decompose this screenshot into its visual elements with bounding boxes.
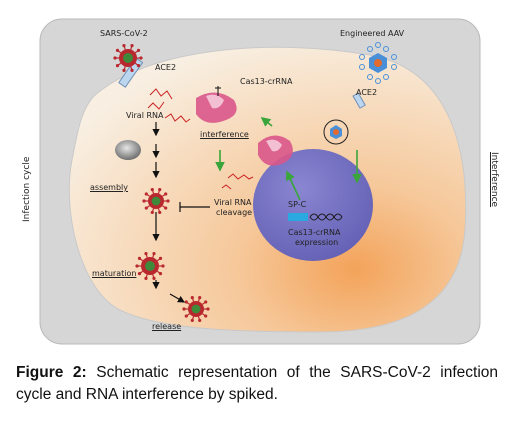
virus-spike-tip — [152, 252, 156, 256]
virus-core — [191, 304, 201, 314]
virus-spike-tip — [137, 272, 142, 276]
sars-cov2-virus-icon — [113, 44, 143, 72]
caption-label: Figure 2: — [16, 364, 87, 381]
virus-spike-tip — [164, 206, 168, 210]
virus-spike-tip — [136, 64, 141, 68]
virus-spike-tip — [144, 192, 148, 196]
virus-spike-tip — [152, 276, 156, 280]
virus-spike-tip — [130, 44, 134, 48]
virus-spike-tip — [206, 307, 210, 311]
label-viral-rna: Viral RNA — [126, 111, 164, 120]
virus-core — [151, 196, 161, 206]
virus-spike-tip — [135, 264, 139, 268]
label-infection-cycle: Infection cycle — [22, 156, 32, 222]
virus-spike-tip — [130, 68, 134, 72]
label-interference: interference — [200, 130, 249, 139]
virus-spike-tip — [158, 272, 163, 276]
cas13-gene-block — [288, 213, 308, 221]
virus-spike-tip — [158, 256, 163, 260]
label-ace2-left: ACE2 — [155, 63, 177, 72]
virus-assembly-icon — [142, 187, 170, 215]
virus-spike-tip — [137, 256, 142, 260]
virus-spike-tip — [190, 295, 194, 300]
diagram: SARS-CoV-2 ACE2 Engineered AAV ACE2 Vira… — [22, 18, 499, 345]
virus-spike-tip — [115, 64, 120, 68]
virus-spike-tip — [164, 192, 168, 196]
virus-spike-tip — [190, 318, 194, 323]
virus-spike-tip — [198, 318, 202, 323]
grey-organelle — [115, 140, 141, 160]
virus-spike-tip — [122, 68, 126, 72]
label-engineered-aav: Engineered AAV — [340, 29, 405, 38]
virus-maturation-icon — [135, 252, 165, 280]
label-maturation: maturation — [92, 269, 137, 278]
label-viral-rna-cleavage-1: Viral RNA — [214, 198, 252, 207]
virus-spike-tip — [150, 210, 154, 215]
virus-spike-tip — [204, 314, 208, 318]
label-ace2-right: ACE2 — [356, 88, 378, 97]
virus-spike-tip — [182, 307, 186, 311]
virus-core — [123, 53, 133, 63]
aav-endosome — [323, 119, 349, 145]
viral-rna-strands — [147, 88, 254, 190]
virus-spike-tip — [166, 199, 170, 203]
label-sp-c: SP-C — [288, 200, 307, 209]
virus-core — [145, 261, 155, 271]
caption-text: Schematic representation of the SARS-CoV… — [16, 364, 499, 403]
label-cas13-crrna: Cas13-crRNA — [240, 77, 293, 86]
label-viral-rna-cleavage-2: cleavage — [216, 208, 253, 217]
label-interference-side: Interference — [489, 152, 499, 208]
label-release: release — [152, 322, 182, 331]
virus-release-icon — [182, 295, 210, 323]
cas13-complex-icon-2 — [258, 135, 293, 166]
virus-spike-tip — [144, 206, 148, 210]
engineered-aav-icon — [359, 42, 397, 84]
virus-spike-tip — [139, 56, 143, 60]
virus-spike-tip — [136, 48, 141, 52]
virus-spike-tip — [115, 48, 120, 52]
ace2-receptor-left — [118, 57, 144, 88]
label-sars-cov2: SARS-CoV-2 — [100, 29, 148, 38]
virus-spike-tip — [144, 252, 148, 256]
label-assembly: assembly — [90, 183, 128, 192]
virus-spike-tip — [184, 300, 188, 304]
aav-capsid-in-cell-icon — [330, 125, 342, 139]
virus-spike-tip — [158, 187, 162, 192]
virus-spike-tip — [150, 187, 154, 192]
virus-spike-tip — [204, 300, 208, 304]
interference-arrows — [215, 117, 362, 201]
infection-cycle-arrows — [152, 122, 210, 303]
virus-spike-tip — [158, 210, 162, 215]
label-expression-2: expression — [295, 238, 339, 247]
virus-spike-tip — [142, 199, 146, 203]
virus-spike-tip — [184, 314, 188, 318]
label-expression-1: Cas13-crRNA — [288, 228, 341, 237]
virus-spike-tip — [144, 276, 148, 280]
virus-spike-tip — [122, 44, 126, 48]
dna-helix-icon — [309, 213, 343, 221]
figure-caption: Figure 2: Schematic representation of th… — [16, 362, 498, 406]
virus-spike-tip — [161, 264, 165, 268]
cas13-complex-icon-1 — [196, 86, 237, 123]
ace2-receptor-right — [352, 92, 366, 109]
diagram-graphic — [39, 18, 481, 345]
virus-spike-tip — [198, 295, 202, 300]
virus-spike-tip — [113, 56, 117, 60]
nucleus — [253, 149, 373, 261]
